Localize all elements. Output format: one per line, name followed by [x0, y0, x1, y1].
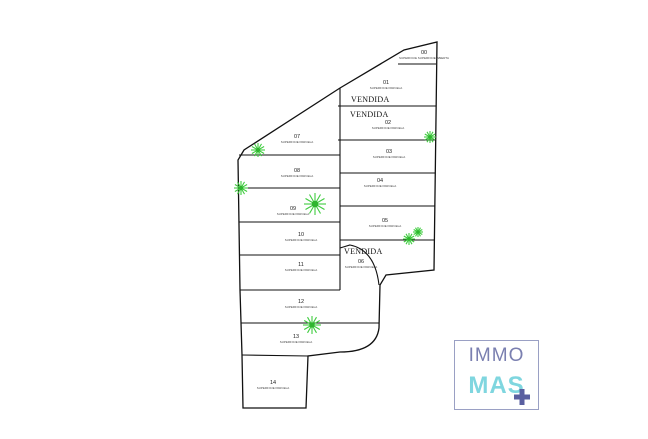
- lot-area: SUPERFICIE PARCELA: [280, 340, 313, 344]
- logo-line-1: IMMO: [468, 345, 525, 366]
- lot-number: 06: [358, 259, 364, 265]
- immomas-logo: IMMO MAS: [454, 340, 539, 410]
- tree-icon: [303, 316, 321, 334]
- lot-area: SUPERFICIE PARCELA: [281, 174, 314, 178]
- lot-number: 11: [298, 262, 304, 268]
- lot-06-boundary: [339, 244, 380, 286]
- lot-area: SUPERFICIE PARCELA: [285, 305, 318, 309]
- site-outline: [237, 41, 438, 409]
- lot-number: 02: [385, 120, 391, 126]
- sold-label: VENDIDA: [351, 95, 390, 104]
- lot-number: 10: [298, 232, 304, 238]
- lot-number: 14: [270, 380, 276, 386]
- lot-number: 08: [294, 168, 300, 174]
- lot-number: 07: [294, 134, 300, 140]
- lot-number: 05: [382, 218, 388, 224]
- lot-area: SUPERFICIE PARCELA: [345, 265, 378, 269]
- lot-area: SUPERFICIE PARCELA: [285, 238, 318, 242]
- lot-area: SUPERFICIE PARCELA: [285, 268, 318, 272]
- plus-icon: [514, 389, 530, 405]
- lot-area: SUPERFICIE PARCELA: [364, 184, 397, 188]
- lot-number: 03: [386, 149, 392, 155]
- sold-label: VENDIDA: [344, 247, 383, 256]
- tree-icon: [424, 131, 436, 143]
- lot-number: 09: [290, 206, 296, 212]
- lot-area: SUPERFICIE PARCELA: [369, 224, 402, 228]
- lot-number: 12: [298, 299, 304, 305]
- lot-area: SUPERFICIE SUPERFICIE ABIERTA: [399, 56, 449, 60]
- lot-number: 01: [383, 80, 389, 86]
- trees-layer: [234, 131, 436, 334]
- lot-area: SUPERFICIE PARCELA: [281, 140, 314, 144]
- lot-area: SUPERFICIE PARCELA: [277, 212, 310, 216]
- tree-icon: [234, 181, 248, 195]
- lot-area: SUPERFICIE PARCELA: [372, 126, 405, 130]
- sold-label: VENDIDA: [350, 110, 389, 119]
- lot-number: 13: [293, 334, 299, 340]
- lot-number: 00: [421, 50, 427, 56]
- tree-icon: [251, 143, 265, 157]
- lot-divider: [241, 354, 309, 357]
- tree-icon: [413, 227, 423, 237]
- tree-icon: [403, 233, 415, 245]
- lot-area: SUPERFICIE PARCELA: [370, 86, 403, 90]
- tree-icon: [304, 193, 326, 215]
- lot-number: 04: [377, 178, 383, 184]
- lot-area: SUPERFICIE PARCELA: [257, 386, 290, 390]
- lot-area: SUPERFICIE PARCELA: [373, 155, 406, 159]
